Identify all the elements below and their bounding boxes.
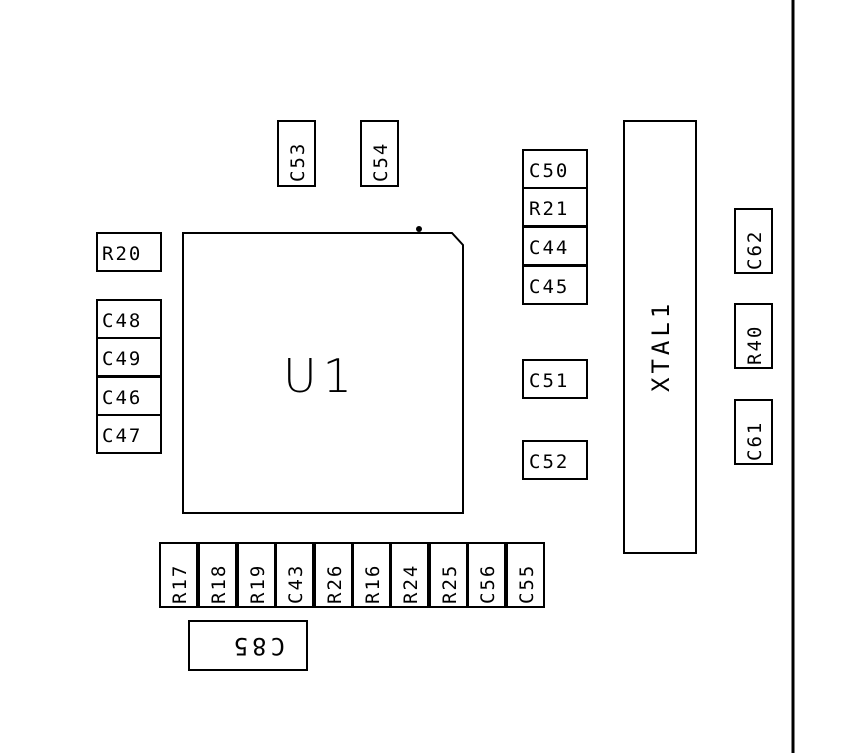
- u1-label: U1: [283, 349, 358, 403]
- c56-footprint: C56: [467, 542, 506, 608]
- r20-footprint: R20: [96, 232, 162, 272]
- r25-footprint: R25: [429, 542, 468, 608]
- r21-footprint: R21: [522, 187, 588, 227]
- c45-footprint: C45: [522, 265, 588, 305]
- u1-footprint: U1: [182, 226, 464, 514]
- r25-label: R25: [439, 564, 461, 604]
- c49-footprint: C49: [96, 337, 162, 377]
- c46-footprint: C46: [96, 376, 162, 416]
- c51-label: C51: [529, 370, 569, 392]
- r16-footprint: R16: [352, 542, 391, 608]
- c50-label: C50: [529, 160, 569, 182]
- c62-footprint: C62: [734, 208, 773, 274]
- r40-footprint: R40: [734, 303, 773, 369]
- r24-label: R24: [400, 564, 422, 604]
- c43-label: C43: [285, 564, 307, 604]
- c54-footprint: C54: [360, 120, 399, 187]
- xtal1-footprint: XTAL1: [623, 120, 697, 554]
- c52-label: C52: [529, 451, 569, 473]
- c48-footprint: C48: [96, 299, 162, 339]
- c45-label: C45: [529, 276, 569, 298]
- c50-footprint: C50: [522, 149, 588, 189]
- r24-footprint: R24: [390, 542, 429, 608]
- r16-label: R16: [362, 564, 384, 604]
- r26-label: R26: [324, 564, 346, 604]
- r18-footprint: R18: [198, 542, 237, 608]
- r21-label: R21: [529, 198, 569, 220]
- c55-footprint: C55: [506, 542, 545, 608]
- c61-label: C61: [744, 421, 766, 461]
- c55-label: C55: [516, 564, 538, 604]
- c85-footprint: C85: [188, 620, 308, 671]
- c48-label: C48: [102, 310, 142, 332]
- c53-label: C53: [287, 142, 309, 182]
- c52-footprint: C52: [522, 440, 588, 480]
- c44-footprint: C44: [522, 226, 588, 266]
- r20-label: R20: [102, 243, 142, 265]
- c49-label: C49: [102, 348, 142, 370]
- r26-footprint: R26: [314, 542, 353, 608]
- r19-footprint: R19: [237, 542, 276, 608]
- c51-footprint: C51: [522, 359, 588, 399]
- r17-label: R17: [169, 564, 191, 604]
- c47-footprint: C47: [96, 414, 162, 454]
- r40-label: R40: [744, 325, 766, 365]
- r17-footprint: R17: [159, 542, 198, 608]
- r19-label: R19: [247, 564, 269, 604]
- c62-label: C62: [744, 230, 766, 270]
- c46-label: C46: [102, 387, 142, 409]
- c44-label: C44: [529, 237, 569, 259]
- c61-footprint: C61: [734, 399, 773, 465]
- xtal1-label: XTAL1: [647, 300, 675, 392]
- c85-label: C85: [230, 632, 285, 660]
- c54-label: C54: [370, 142, 392, 182]
- c43-footprint: C43: [275, 542, 314, 608]
- c47-label: C47: [102, 425, 142, 447]
- c56-label: C56: [477, 564, 499, 604]
- r18-label: R18: [208, 564, 230, 604]
- pin1-marker: [416, 226, 422, 232]
- c53-footprint: C53: [277, 120, 316, 187]
